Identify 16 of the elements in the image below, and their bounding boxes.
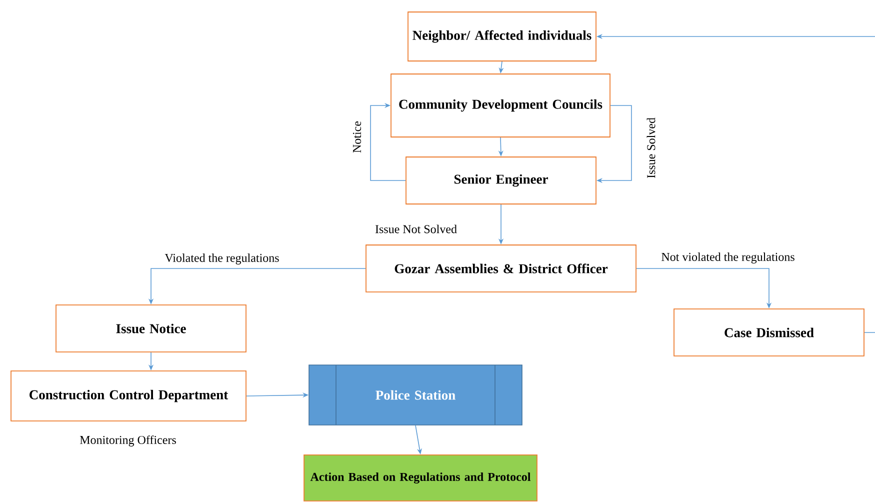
edge-label: Violated the regulations xyxy=(164,252,280,266)
process-box: Community Development Councils xyxy=(390,74,610,138)
node-caption: Monitoring Officers xyxy=(80,435,176,446)
process-box: Senior Engineer xyxy=(406,156,596,204)
process-box: Case Dismissed xyxy=(674,308,864,356)
edge-label: Issue Solved xyxy=(646,116,656,180)
process-box: Issue Notice xyxy=(56,304,246,352)
edge-label: Notice xyxy=(352,120,362,154)
process-box: Construction Control Department xyxy=(10,370,246,422)
predefined-process-box: Police Station xyxy=(308,364,522,426)
process-box: Neighbor/ Affected individuals xyxy=(408,12,596,62)
action-box: Action Based on Regulations and Protocol xyxy=(304,454,538,502)
process-box: Gozar Assemblies & District Officer xyxy=(366,244,636,292)
edge-label: Not violated the regulations xyxy=(660,252,796,264)
edge-label: Issue Not Solved xyxy=(374,224,458,234)
arrow xyxy=(370,102,406,181)
